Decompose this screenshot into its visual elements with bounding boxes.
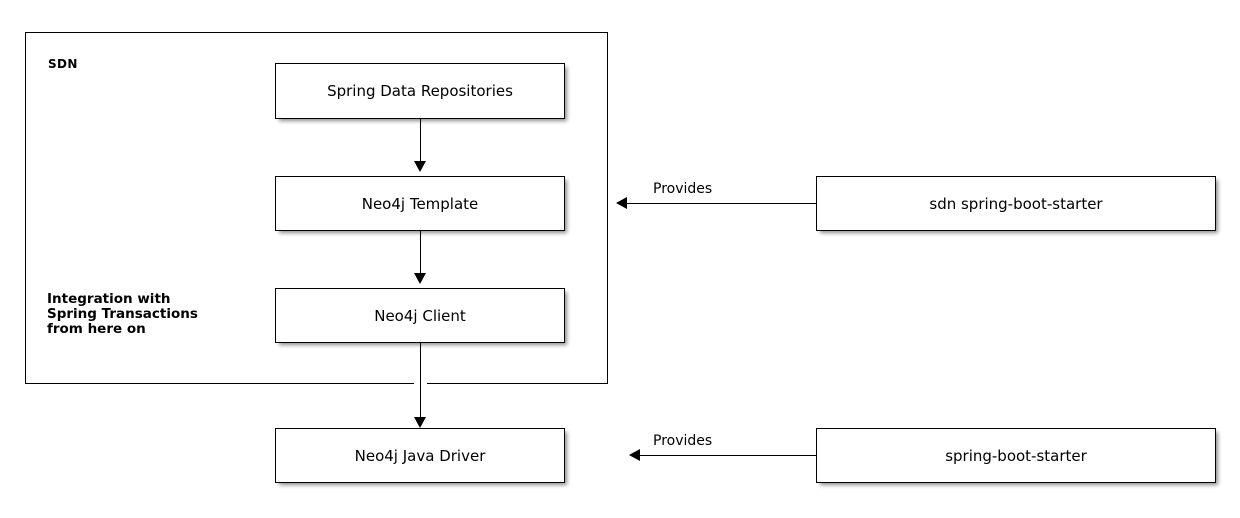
node-spring-boot-starter-label: spring-boot-starter [945, 446, 1087, 465]
note-line-2: Spring Transactions [47, 306, 198, 322]
node-neo4j-template[interactable]: Neo4j Template [275, 176, 565, 231]
node-neo4j-java-driver[interactable]: Neo4j Java Driver [275, 428, 565, 483]
note-line-3: from here on [47, 321, 146, 337]
edge-repositories-to-template-line [420, 119, 421, 163]
edge-client-to-driver-line-through-gap [420, 343, 421, 419]
node-neo4j-template-label: Neo4j Template [361, 194, 479, 213]
note-integration-text: Integration with Spring Transactions fro… [47, 292, 198, 337]
edge-template-to-client-line [420, 231, 421, 275]
node-neo4j-java-driver-label: Neo4j Java Driver [354, 446, 486, 465]
node-spring-data-repositories-label: Spring Data Repositories [327, 82, 513, 100]
note-line-1: Integration with [47, 291, 171, 307]
edge-sdn-starter-provides-arrowhead [616, 197, 627, 209]
edge-boot-starter-provides-line [640, 455, 816, 456]
edge-sdn-starter-provides-line [627, 203, 816, 204]
node-spring-boot-starter[interactable]: spring-boot-starter [816, 428, 1216, 483]
node-sdn-spring-boot-starter[interactable]: sdn spring-boot-starter [816, 176, 1216, 231]
edge-boot-starter-provides-label: Provides [653, 433, 713, 449]
node-spring-data-repositories[interactable]: Spring Data Repositories [275, 63, 565, 119]
node-neo4j-client[interactable]: Neo4j Client [275, 288, 565, 343]
edge-repositories-to-template-arrowhead [414, 161, 426, 172]
edge-client-to-driver-arrowhead [414, 417, 426, 428]
node-neo4j-client-label: Neo4j Client [374, 306, 466, 325]
edge-template-to-client-arrowhead [414, 273, 426, 284]
package-sdn-label: SDN [48, 57, 78, 71]
package-sdn [25, 32, 608, 384]
edge-sdn-starter-provides-label: Provides [653, 181, 713, 197]
edge-boot-starter-provides-arrowhead [629, 449, 640, 461]
node-sdn-spring-boot-starter-label: sdn spring-boot-starter [929, 194, 1103, 213]
